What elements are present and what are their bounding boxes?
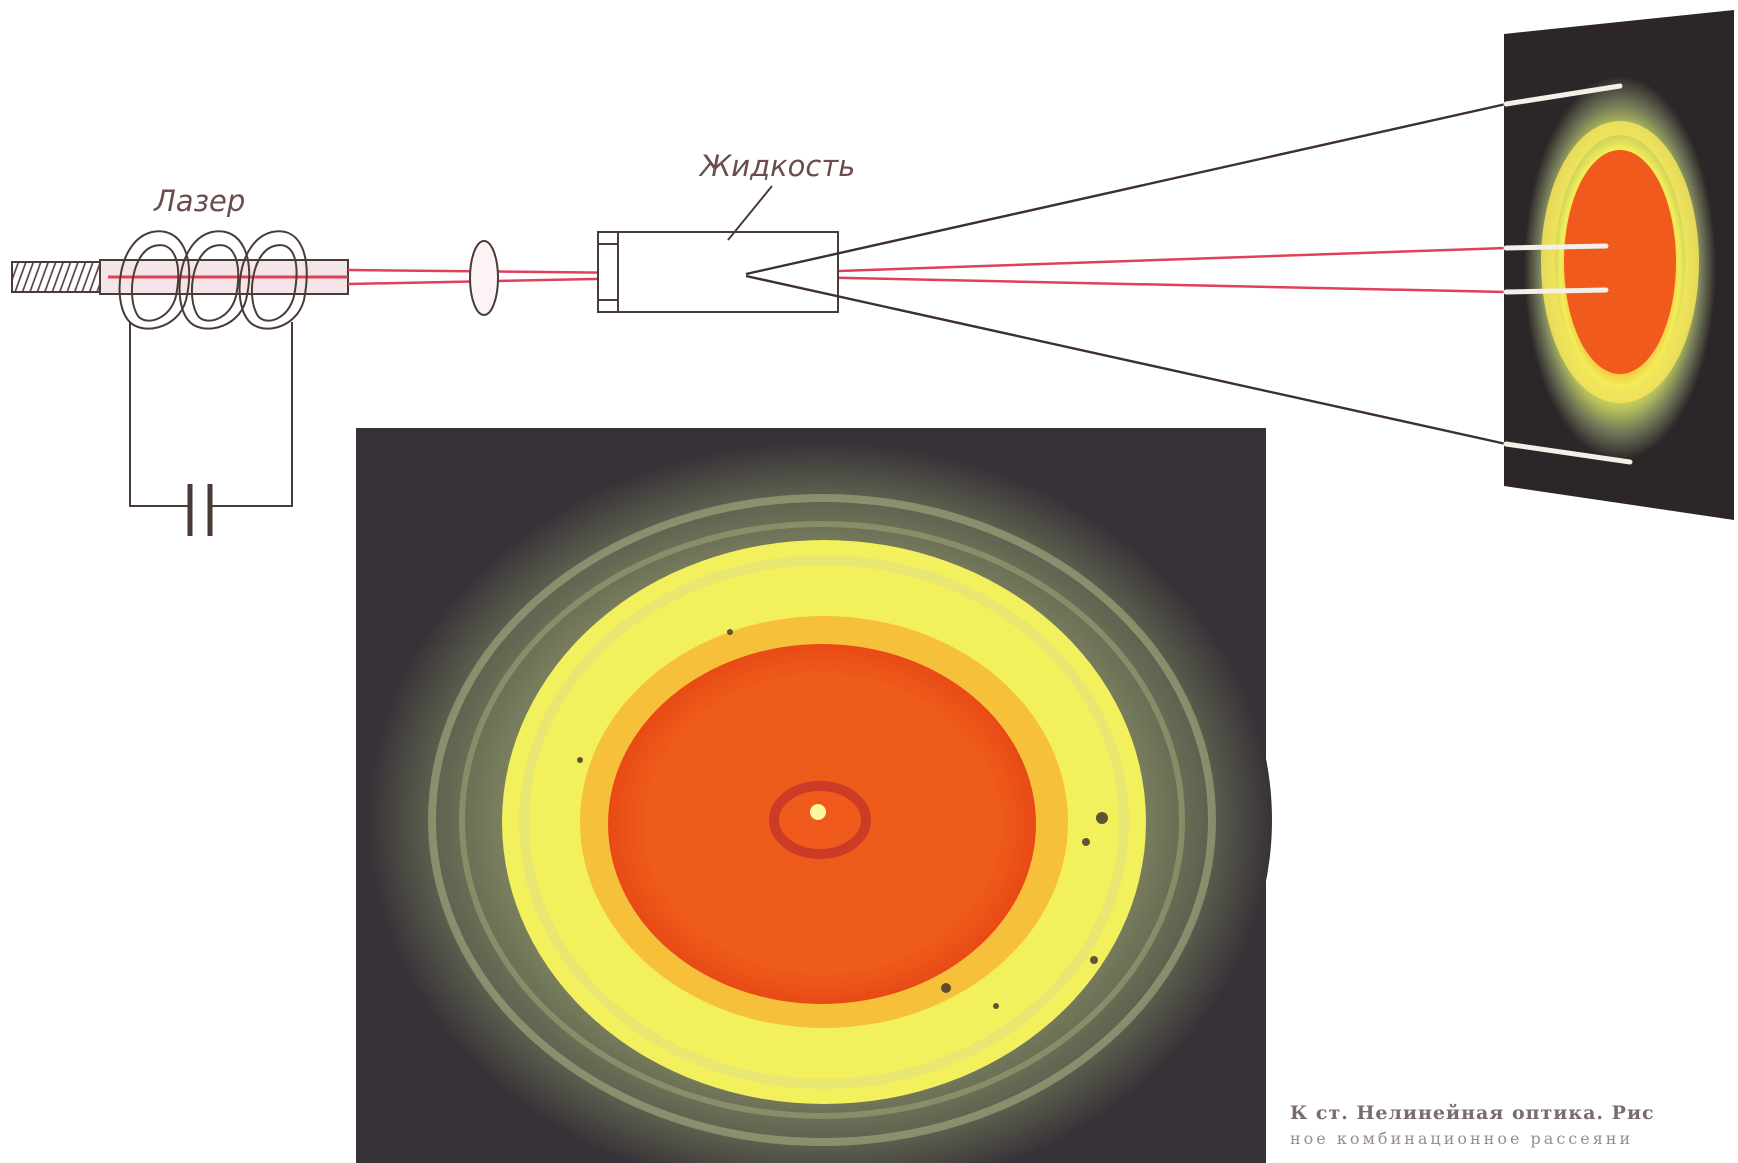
liquid-cell	[598, 232, 838, 312]
screen	[1504, 10, 1734, 520]
laser-assembly	[12, 231, 348, 536]
lens	[470, 241, 498, 315]
caption-line-2: ное комбинационное рассеяни	[1290, 1126, 1734, 1152]
figure-caption: К ст. Нелинейная оптика. Рис ное комбина…	[1290, 1100, 1734, 1152]
label-laser: Лазер	[153, 184, 245, 218]
orange-core	[608, 644, 1036, 1004]
scattering-cone	[746, 104, 1506, 444]
laser-rod-end	[12, 262, 108, 292]
capacitor-circuit	[130, 322, 292, 536]
scattering-photograph	[356, 428, 1272, 1163]
caption-line-1: К ст. Нелинейная оптика. Рис	[1290, 1100, 1734, 1126]
label-liquid: Жидкость	[698, 149, 855, 183]
laser-beam	[348, 248, 1506, 292]
